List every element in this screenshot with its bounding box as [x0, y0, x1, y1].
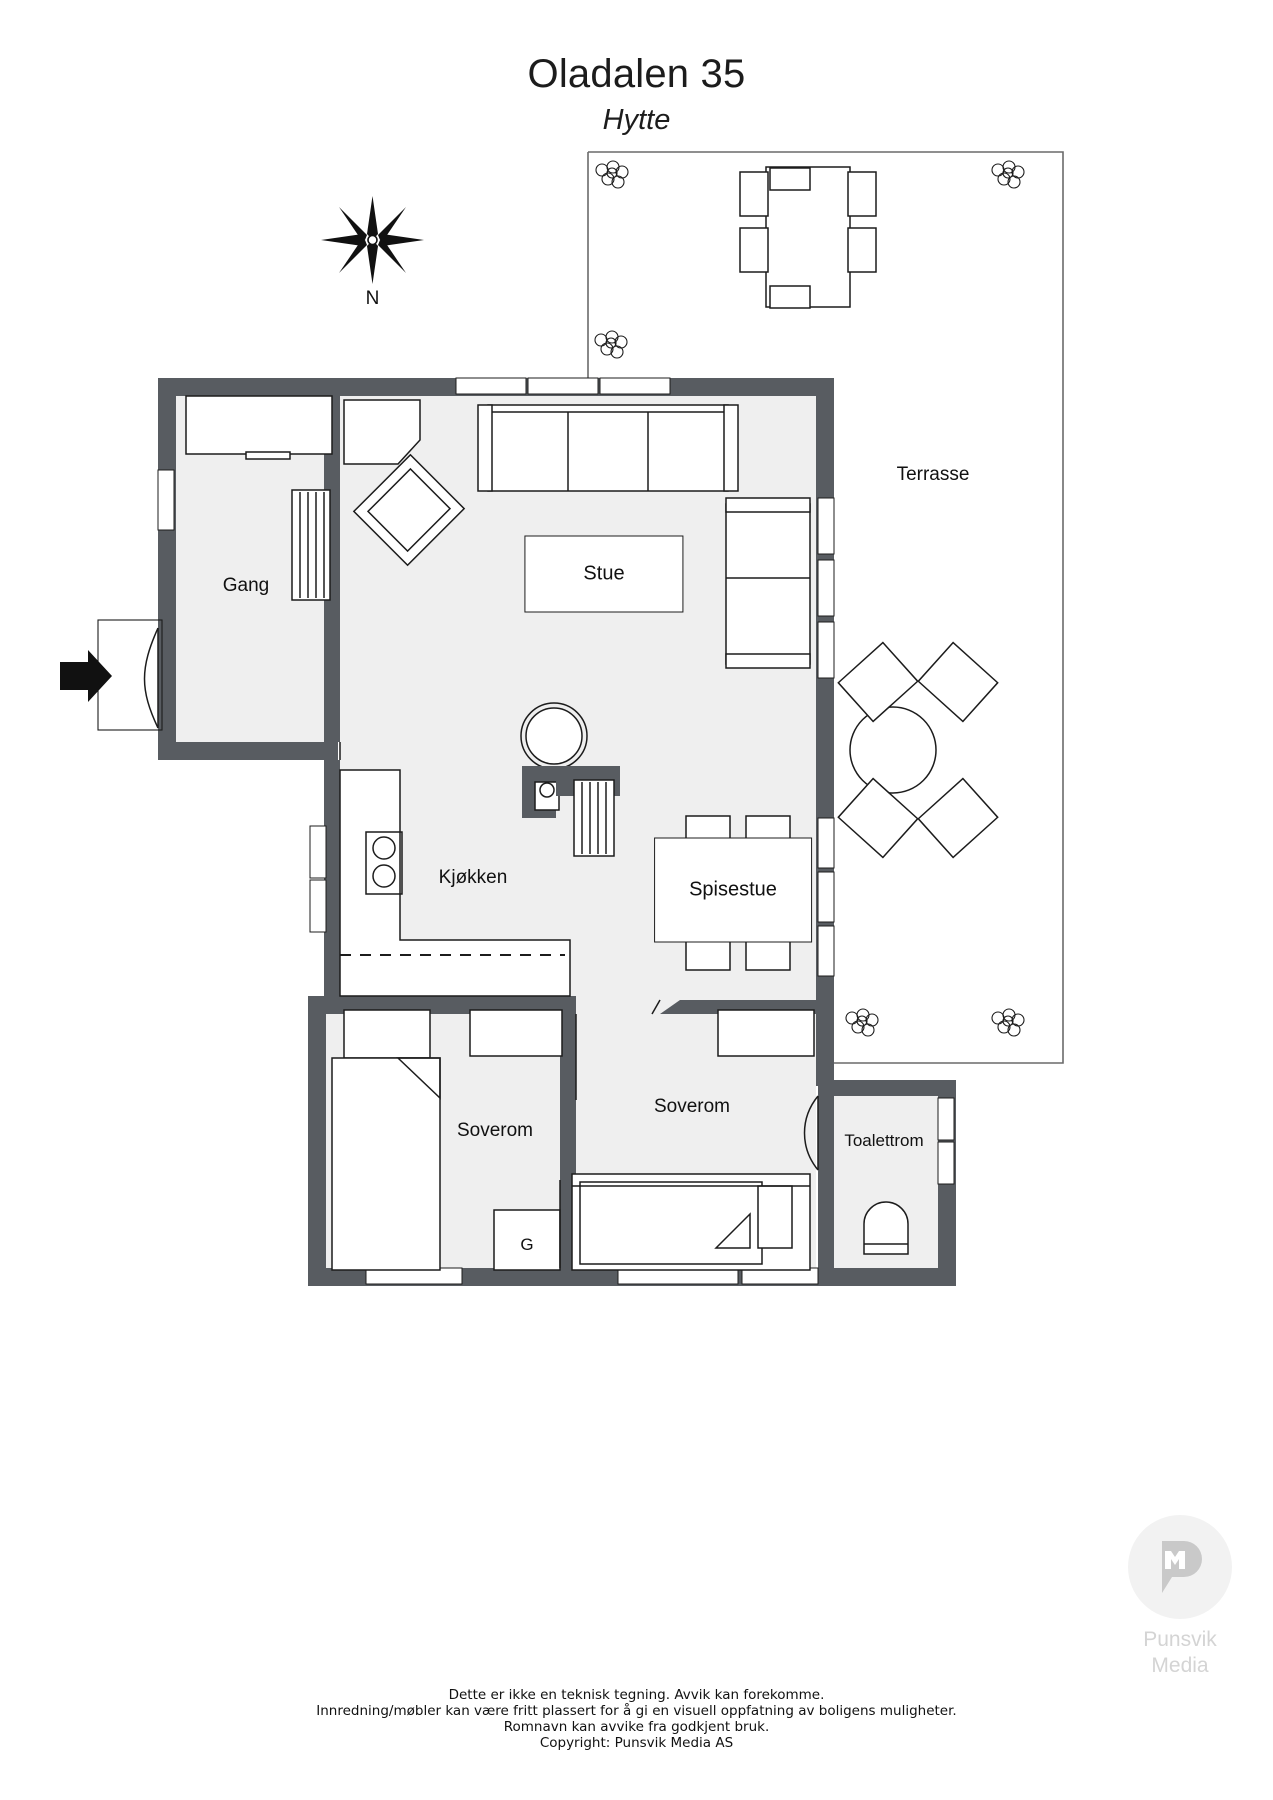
room-label-kjokken: Kjøkken: [438, 867, 508, 888]
room-label-garderobe: G: [520, 1235, 534, 1254]
room-label-soverom-1: Soverom: [456, 1120, 534, 1141]
logo-name-line1: Punsvik: [1143, 1628, 1217, 1651]
punsvik-media-logo-icon: [1128, 1515, 1232, 1619]
floorplan-svg: .w { fill:#585c61; } .fl { fill:#efefef;…: [60, 151, 1064, 1286]
compass-north-label: N: [365, 288, 380, 309]
footer-line-4: Copyright: Punsvik Media AS: [539, 1734, 734, 1751]
bedroom-left-furniture: [331, 1009, 563, 1271]
room-label-spisestue: Spisestue: [654, 837, 812, 943]
toilet-furniture: [803, 1095, 909, 1255]
door-swings: [339, 742, 577, 1268]
windows: [157, 377, 955, 1285]
entrance-arrow-icon: [60, 650, 112, 702]
page-title: Oladalen 35: [527, 52, 746, 96]
compass-rose-icon: [321, 196, 424, 284]
footer-line-3: Romnavn kan avvike fra godkjent bruk.: [503, 1718, 770, 1735]
entrance-porch: [97, 619, 163, 731]
gang-furniture: [185, 395, 333, 601]
footer-line-2: Innredning/møbler kan være fritt plasser…: [316, 1702, 957, 1719]
stue-furniture: [343, 399, 811, 770]
terrace-round-table-set: [837, 641, 999, 859]
terrace-dining-set: [739, 166, 877, 309]
page-subtitle: Hytte: [602, 104, 671, 136]
room-label-terrasse: Terrasse: [896, 464, 970, 485]
room-label-toalettrom: Toalettrom: [844, 1131, 924, 1150]
kitchen-furniture: [339, 766, 620, 997]
terrace-plant-icons: [594, 160, 1025, 1037]
bedroom-right-furniture: [571, 999, 815, 1271]
room-label-gang: Gang: [222, 575, 270, 596]
footer-line-1: Dette er ikke en teknisk tegning. Avvik …: [448, 1687, 825, 1703]
logo-name-line2: Media: [1151, 1654, 1209, 1678]
brand-logo: Punsvik Media: [1105, 1515, 1255, 1680]
floorplan-drawing: .w { fill:#585c61; } .fl { fill:#efefef;…: [60, 151, 1064, 1286]
room-label-stue: Stue: [524, 535, 684, 613]
room-label-soverom-2: Soverom: [653, 1096, 731, 1117]
footer-disclaimer: Dette er ikke en teknisk tegning. Avvik …: [0, 1687, 1273, 1752]
compass-rose: N: [315, 190, 430, 330]
terrace-area: [587, 151, 1064, 1064]
